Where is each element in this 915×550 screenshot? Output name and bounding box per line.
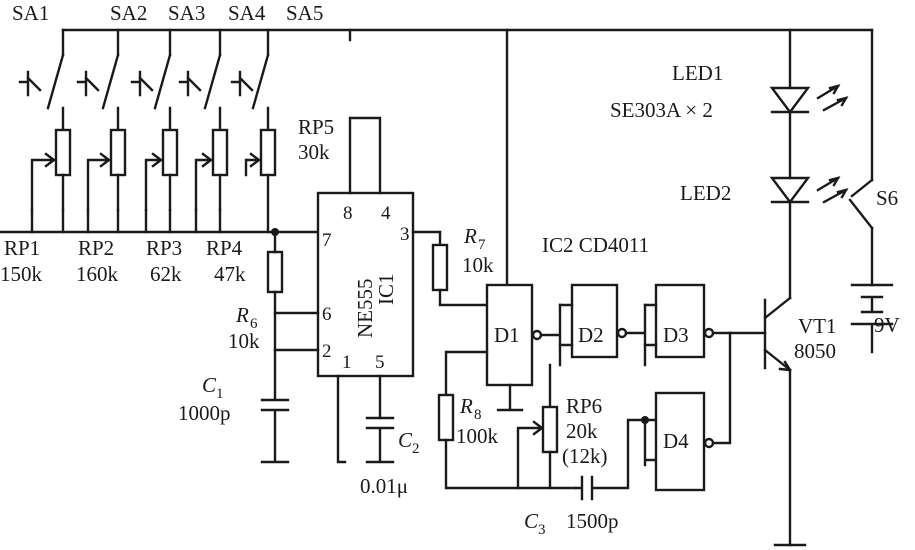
r6-value: 10k xyxy=(228,329,260,353)
nand-gate-d4 xyxy=(641,331,732,492)
led1-diode xyxy=(769,84,849,180)
rp6-alt-value: (12k) xyxy=(562,444,608,468)
ic1-pin8: 8 xyxy=(343,203,353,224)
led1-part: SE303A × 2 xyxy=(610,98,713,122)
push-switch-sa2[interactable] xyxy=(76,53,120,132)
potentiometer-rp1 xyxy=(30,128,72,212)
r6-subscript: 6 xyxy=(250,316,258,332)
capacitor-c3 xyxy=(573,418,647,501)
c3-symbol: C xyxy=(524,509,539,533)
potentiometer-rp3 xyxy=(144,128,179,212)
rp5-value: 30k xyxy=(298,140,330,164)
r7-value: 10k xyxy=(462,253,494,277)
nand-gate-d2 xyxy=(539,283,628,367)
resistor-r6 xyxy=(266,230,284,352)
led1-name: LED1 xyxy=(672,61,723,85)
ic1-pin1: 1 xyxy=(342,352,352,373)
rp3-name: RP3 xyxy=(146,236,182,260)
c1-value: 1000p xyxy=(178,401,231,425)
switch-label-sa1: SA1 xyxy=(12,1,49,25)
ic1-pin5: 5 xyxy=(375,352,385,373)
capacitor-c1 xyxy=(260,348,290,464)
r6-symbol: R xyxy=(235,303,249,327)
push-switch-sa1[interactable] xyxy=(18,53,65,132)
ic1-pin7: 7 xyxy=(322,230,332,251)
supply-rail xyxy=(61,28,874,287)
pot-bus-links xyxy=(61,208,222,234)
resistor-r8 xyxy=(437,393,577,490)
rp2-value: 160k xyxy=(76,262,119,286)
vt1-name: VT1 xyxy=(798,314,837,338)
battery-value: 9V xyxy=(874,313,900,337)
switch-label-sa2: SA2 xyxy=(110,1,147,25)
r7-symbol: R xyxy=(463,224,477,248)
c1-subscript: 1 xyxy=(216,386,224,402)
c2-subscript: 2 xyxy=(412,441,420,457)
nand-gate-d3 xyxy=(624,283,767,367)
battery-9v xyxy=(850,283,894,354)
c3-subscript: 3 xyxy=(538,522,546,538)
led2-diode xyxy=(769,176,849,300)
nand-gate-d1 xyxy=(444,283,543,412)
c2-symbol: C xyxy=(398,428,413,452)
rp5-name: RP5 xyxy=(298,115,334,139)
switch-label-sa5: SA5 xyxy=(286,1,323,25)
gate-d1-label: D1 xyxy=(494,323,520,347)
ic1-ref: IC1 xyxy=(374,274,398,306)
push-switch-sa3[interactable] xyxy=(130,53,172,132)
ic1-pin3: 3 xyxy=(400,224,410,245)
s6-label: S6 xyxy=(876,186,898,210)
r8-value: 100k xyxy=(456,424,499,448)
push-switch-sa5[interactable] xyxy=(230,53,270,132)
c1-symbol: C xyxy=(202,373,217,397)
rp6-name: RP6 xyxy=(566,394,602,418)
potentiometer-rp2 xyxy=(86,128,127,212)
ic2-label: IC2 CD4011 xyxy=(542,233,649,257)
switch-label-sa3: SA3 xyxy=(168,1,205,25)
rp1-value: 150k xyxy=(0,262,43,286)
push-switch-sa4[interactable] xyxy=(178,53,222,132)
led2-name: LED2 xyxy=(680,181,731,205)
potentiometer-rp4 xyxy=(194,128,229,212)
rp6-value: 20k xyxy=(566,419,598,443)
ic1-pin2: 2 xyxy=(322,341,332,362)
gate-d2-label: D2 xyxy=(578,323,604,347)
capacitor-c2 xyxy=(365,416,395,464)
transistor-vt1 xyxy=(763,296,807,547)
gate-d3-label: D3 xyxy=(663,323,689,347)
rp3-value: 62k xyxy=(150,262,182,286)
potentiometer-rp5 xyxy=(244,128,277,234)
c3-value: 1500p xyxy=(566,509,619,533)
potentiometer-rp6 xyxy=(516,363,559,490)
gate-d4-label: D4 xyxy=(663,429,689,453)
switch-s6[interactable] xyxy=(848,178,874,287)
r8-symbol: R xyxy=(459,394,473,418)
pot-wiper-links xyxy=(30,208,198,234)
ne555-ic xyxy=(273,116,442,464)
ic1-part: NE555 xyxy=(353,279,377,339)
c2-value: 0.01μ xyxy=(360,474,408,498)
r7-subscript: 7 xyxy=(478,237,486,253)
switch-label-sa4: SA4 xyxy=(228,1,266,25)
rp1-name: RP1 xyxy=(4,236,40,260)
vt1-part: 8050 xyxy=(794,339,836,363)
rp2-name: RP2 xyxy=(78,236,114,260)
resistor-r7 xyxy=(431,230,489,307)
r8-subscript: 8 xyxy=(474,407,482,423)
ic1-pin6: 6 xyxy=(322,304,332,325)
rp4-value: 47k xyxy=(214,262,246,286)
rp4-name: RP4 xyxy=(206,236,243,260)
ic1-pin4: 4 xyxy=(381,203,391,224)
